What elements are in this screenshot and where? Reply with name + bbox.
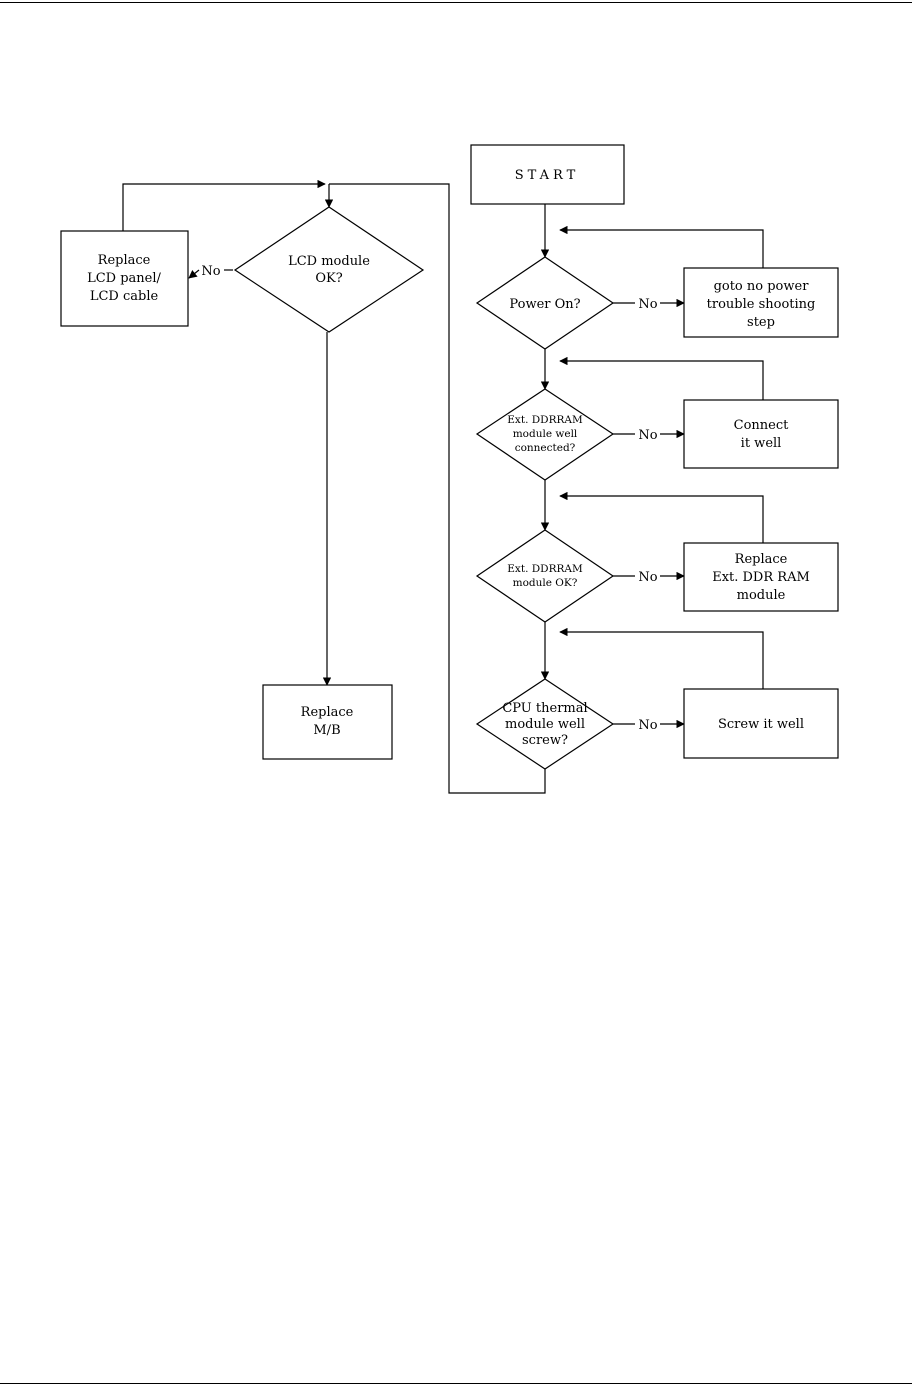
action-replace-ddr-line1: Replace: [735, 552, 788, 567]
decision-cpu-thermal-line1: CPU thermal: [502, 701, 587, 716]
action-connect-line2: it well: [741, 436, 782, 451]
decision-ddr-ok-line1: Ext. DDRRAM: [507, 563, 583, 575]
action-no-power-line1: goto no power: [714, 279, 810, 294]
decision-ddr-connected-line3: connected?: [515, 442, 576, 454]
edge-lcd-no-left: [188, 269, 200, 279]
decision-cpu-thermal-line2: module well: [505, 717, 585, 732]
action-replace-mb-line1: Replace: [301, 705, 354, 720]
header-rule: [0, 2, 912, 3]
action-screw-label: Screw it well: [718, 717, 804, 732]
decision-ddr-ok-line2: module OK?: [513, 577, 578, 589]
decision-lcd-module-line1: LCD module: [288, 254, 370, 269]
decision-ddr-ok: [475, 529, 615, 623]
action-replace-ddr: [683, 542, 839, 612]
action-replace-lcd-line1: Replace: [98, 253, 151, 268]
decision-lcd-module: [233, 206, 425, 333]
decision-cpu-thermal-line3: screw?: [522, 733, 568, 748]
action-replace-lcd: [60, 230, 189, 327]
start-box: [470, 144, 625, 205]
edge-label-no-cpu: No: [638, 718, 657, 733]
action-no-power-line2: trouble shooting: [707, 297, 816, 312]
edge-replacelcd-return: [122, 179, 326, 231]
edge-replaceddr-return: [559, 491, 764, 543]
decision-lcd-module-line2: OK?: [315, 271, 342, 286]
action-no-power-line3: step: [747, 315, 775, 330]
decision-ddr-connected: [475, 388, 615, 481]
start-label: START: [515, 168, 579, 183]
action-connect-line1: Connect: [734, 418, 789, 433]
connectors: [122, 179, 764, 794]
edge-connect-return: [559, 356, 764, 400]
decision-power-on-label: Power On?: [509, 297, 580, 312]
decision-ddr-connected-line1: Ext. DDRRAM: [507, 414, 583, 426]
action-replace-ddr-line2: Ext. DDR RAM: [712, 570, 810, 585]
edge-nopower-return: [559, 225, 764, 268]
action-replace-mb-line2: M/B: [313, 723, 340, 738]
edge-cpu-to-lcd: [329, 183, 546, 794]
decision-power-on: [475, 256, 615, 350]
decision-ddr-connected-line2: module well: [513, 428, 578, 440]
action-screw: [683, 688, 839, 759]
edge-label-no-ddr-ok: No: [638, 570, 657, 585]
edge-screw-return: [559, 627, 764, 689]
edge-label-no-ddr-connected: No: [638, 428, 657, 443]
action-replace-lcd-line3: LCD cable: [90, 289, 159, 304]
action-no-power: [683, 267, 839, 338]
footer-rule: [0, 1383, 912, 1384]
action-replace-mb: [262, 684, 393, 760]
action-replace-ddr-line3: module: [737, 588, 786, 603]
action-replace-lcd-line2: LCD panel/: [87, 271, 161, 286]
edge-label-no-power: No: [638, 297, 657, 312]
edge-label-no-lcd: No: [201, 264, 220, 279]
decision-cpu-thermal: [475, 678, 615, 770]
action-connect: [683, 399, 839, 469]
